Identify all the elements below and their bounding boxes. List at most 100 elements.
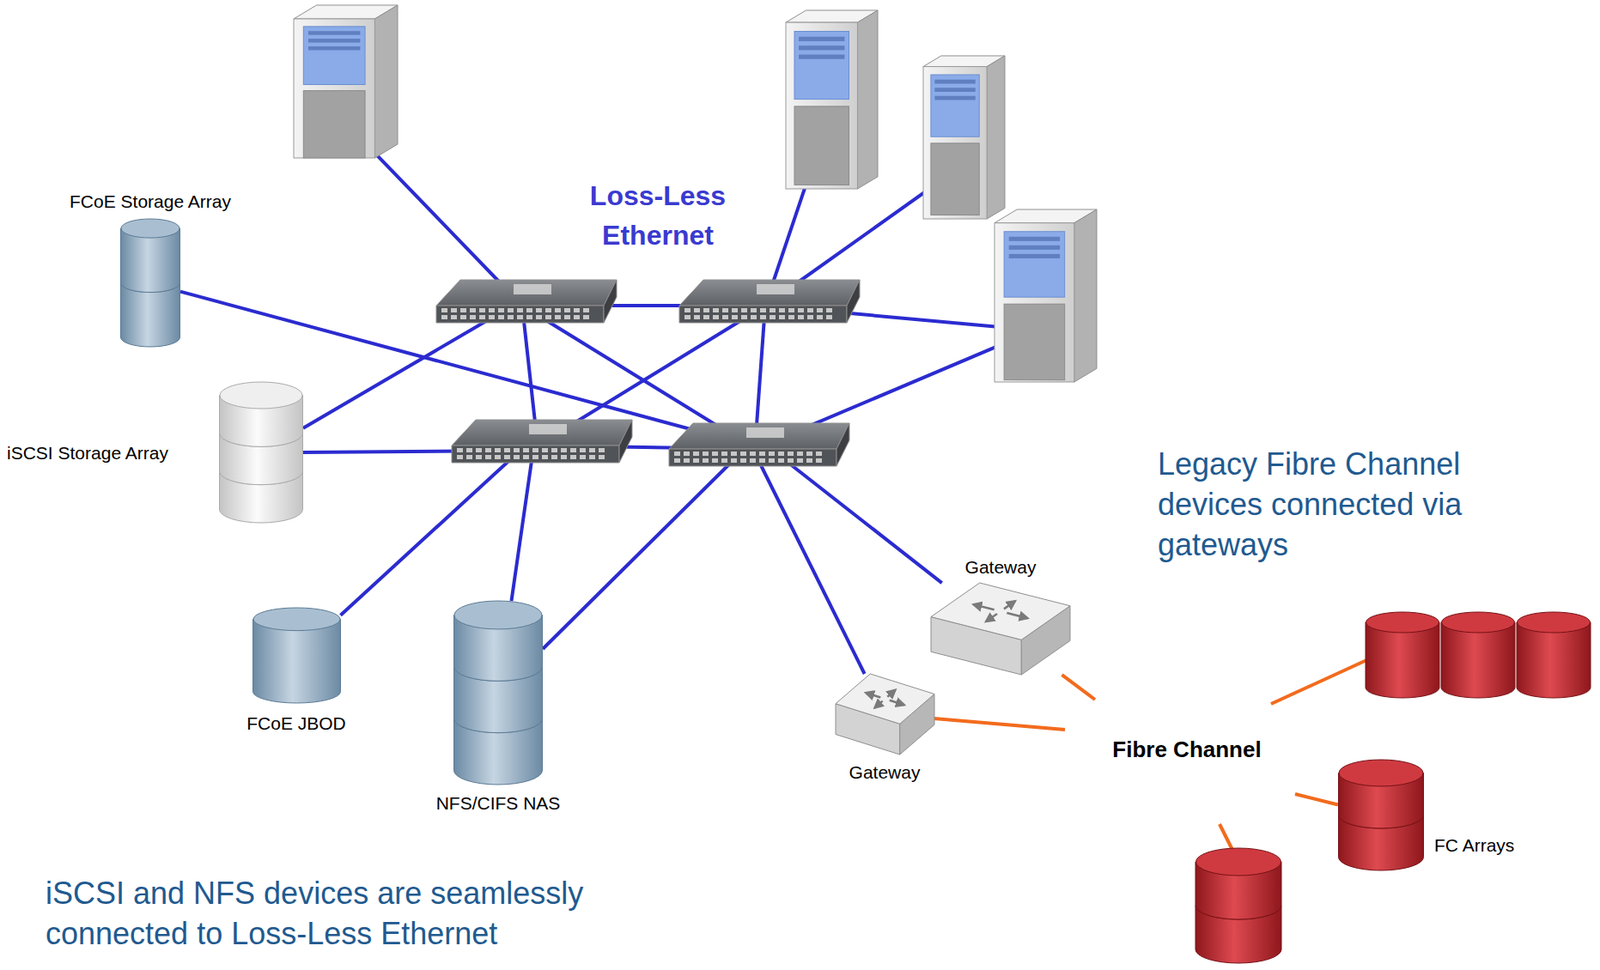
switch-port [494,448,501,453]
switch-port [731,308,738,313]
cloud-fill [1095,765,1222,836]
switch-port [441,308,448,313]
server-tower [785,10,878,189]
switch-port [721,451,728,457]
switch-port [504,455,511,460]
disk-top [219,382,303,409]
switch-port [589,448,596,453]
switch-port [441,315,448,320]
device-label: NFS/CIFS NAS [436,792,561,815]
cloud-fill [1210,681,1326,779]
disk-top [1366,612,1440,633]
cloud-outline [547,131,834,331]
switch-port [807,315,814,320]
server-lower [794,106,849,186]
cloud-fill [1071,693,1302,828]
server-front [994,223,1075,383]
server-lower [930,143,980,216]
switch-port [749,451,756,457]
gateway: Gateway [820,674,950,784]
ethernet-switch [669,423,850,467]
switch-port [517,308,524,313]
cloud-outline [346,279,580,479]
server-lower [1003,304,1065,380]
switch-port [564,315,571,320]
switch-port [769,308,776,313]
network-link [1061,675,1096,700]
network-link [934,718,1066,731]
switch-port [684,315,691,320]
disk-icon [453,601,543,786]
disk-icon [252,608,341,705]
cloud-title: Fibre Channel [1083,736,1290,764]
switch-port [456,455,463,460]
switch-port [788,308,795,313]
switch-port [683,451,690,457]
network-link [511,455,533,602]
switch-port [573,315,580,320]
switch-port [554,315,561,320]
switch-port [722,315,729,320]
switch-port [750,315,757,320]
drive-bay [798,36,845,42]
switch-port [759,451,766,457]
server-tower [293,5,398,159]
cloud-outline [1095,765,1222,836]
gateway-arrow [973,604,994,610]
switch-port [722,308,729,313]
cloud-outline [754,291,975,491]
disk-top [121,219,180,238]
switch-port [488,308,495,313]
switch-port [796,451,804,457]
switch-port [456,448,463,453]
network-link [772,450,943,584]
switch-port [693,451,700,457]
switch-port [760,308,767,313]
fc-cloud: Fibre Channel [1040,661,1333,842]
gateway-top [835,674,935,724]
switch-side [603,279,617,323]
network-link [542,455,739,650]
switch-port [796,458,804,463]
switch-port [741,315,748,320]
switch-port [583,308,590,313]
switch-port [526,308,533,313]
network-link [1295,794,1339,806]
switch-port [469,315,476,320]
switch-port [545,308,552,313]
switch-port [730,451,737,457]
switch-port [683,458,690,463]
cloud-outline [612,378,898,523]
device-label: FCoE JBOD [246,712,347,735]
switch-top [451,419,633,446]
cloud-fill [547,131,834,331]
server-front [923,66,987,220]
gateway-arrow [888,700,904,706]
switch-port [702,451,709,457]
switch-port [523,448,530,453]
switch-port [504,448,511,453]
server-side [986,55,1005,220]
switch-port [797,308,804,313]
switch-port [475,448,482,453]
cloud-outline [709,170,969,395]
switch-port [570,448,577,453]
switch-port [760,315,767,320]
switch-port [711,458,718,463]
switch-port [816,315,823,320]
switch-port [460,315,467,320]
switch-port [806,451,813,457]
switch-port [485,455,492,460]
gateway-arrow [985,614,998,622]
gateway-arrow [1003,601,1016,609]
server-panel [1003,231,1065,298]
switch-port [541,455,548,460]
switch-port [498,315,505,320]
switch-port [712,315,719,320]
disk-body [1516,622,1591,699]
device-label: Gateway [849,761,921,784]
switch-port [806,458,813,463]
switch-port [545,315,552,320]
switch-port [778,458,785,463]
